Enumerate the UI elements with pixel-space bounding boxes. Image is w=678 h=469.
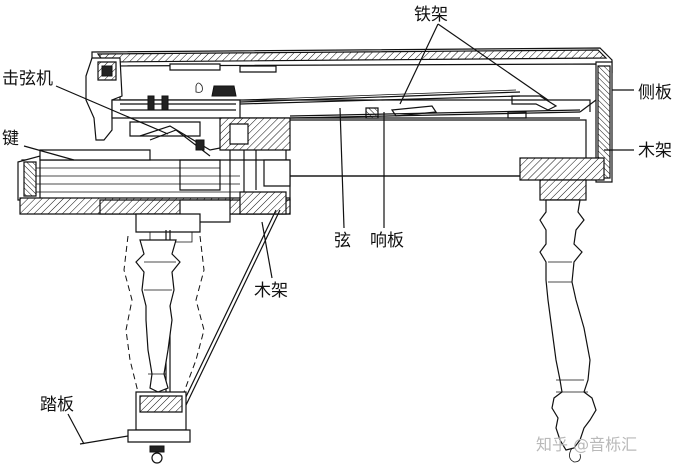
iron-frame — [169, 63, 558, 119]
cheek-block — [85, 57, 123, 141]
label-key: 键 — [2, 129, 19, 149]
watermark: 知乎 @音栎汇 — [536, 435, 637, 454]
label-wood-frame-right: 木架 — [638, 141, 672, 161]
right-leg — [539, 179, 597, 463]
label-hammer-action: 击弦机 — [2, 69, 53, 89]
left-leg — [123, 235, 205, 393]
leader-lines — [23, 23, 634, 445]
strings — [239, 89, 521, 105]
hammer-action-mechanism — [111, 82, 291, 200]
label-wood-frame-bottom: 木架 — [254, 281, 288, 301]
label-soundboard: 响板 — [370, 231, 404, 251]
label-side-board: 侧板 — [638, 83, 672, 103]
pedal-assembly — [79, 391, 191, 464]
label-iron-frame: 铁架 — [414, 5, 448, 25]
label-string: 弦 — [334, 231, 351, 251]
label-pedal: 踏板 — [40, 395, 74, 415]
lower-wood-frame — [99, 191, 291, 243]
soundboard — [289, 109, 581, 119]
